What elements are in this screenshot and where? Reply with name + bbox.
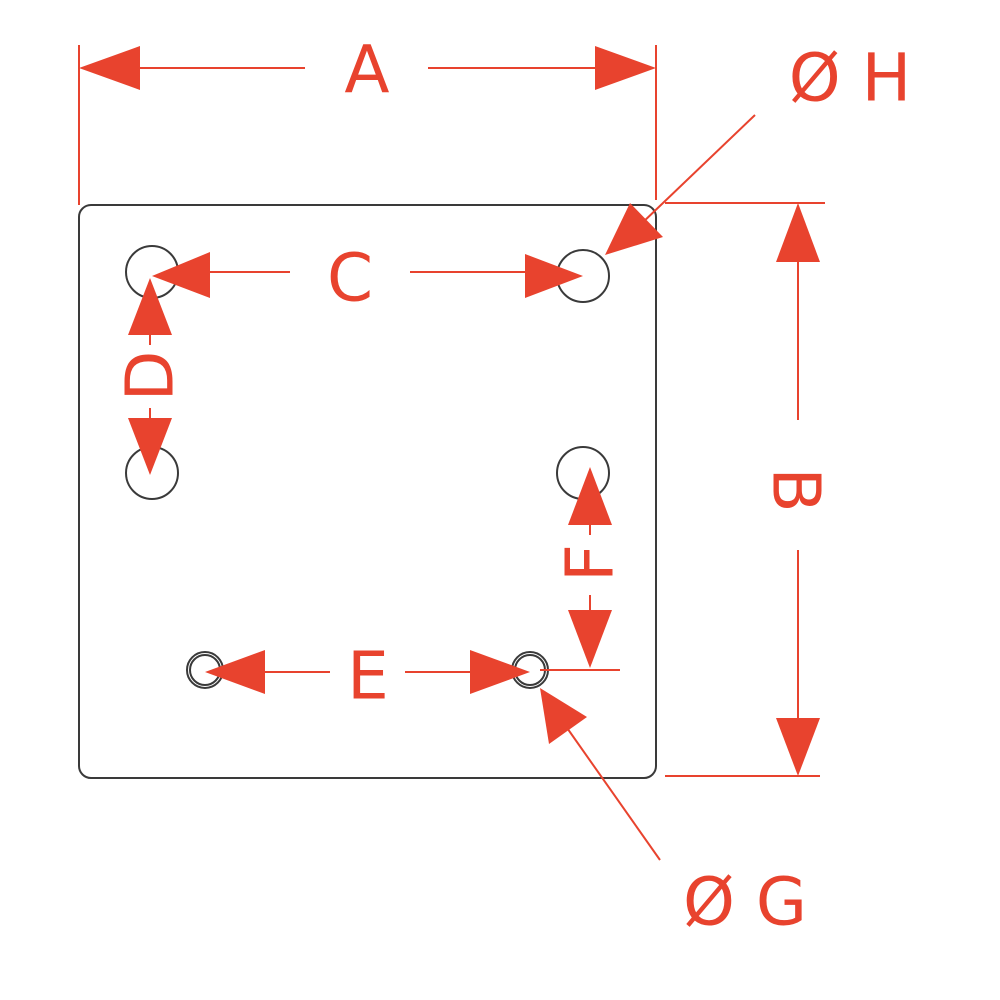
arrow-head-icon (205, 650, 265, 694)
arrow-head-icon (605, 203, 663, 255)
arrow-head-icon (595, 46, 656, 90)
dimension-f: F (540, 467, 629, 671)
arrow-head-icon (128, 418, 172, 475)
label-g: Ø G (683, 864, 807, 941)
label-b: B (758, 467, 835, 512)
dimension-g-leader: Ø G (540, 688, 807, 941)
arrow-head-icon (568, 610, 612, 668)
arrow-head-icon (540, 688, 587, 744)
dimension-c: C (152, 240, 583, 317)
arrow-head-icon (152, 252, 210, 298)
base-plate-outline (78, 204, 657, 779)
dimension-a: A (78, 32, 657, 205)
dimension-e: E (205, 638, 530, 715)
arrow-head-icon (79, 46, 140, 90)
label-h: Ø H (789, 40, 912, 117)
hole-small-left (186, 651, 224, 689)
arrow-head-icon (470, 650, 530, 694)
label-a: A (344, 32, 389, 109)
arrow-head-icon (128, 278, 172, 335)
arrow-head-icon (568, 467, 612, 525)
label-e: E (347, 638, 389, 715)
label-f: F (552, 544, 629, 582)
dimension-d: D (112, 278, 189, 475)
dimension-b: B (665, 202, 835, 777)
label-d: D (112, 351, 189, 402)
arrow-head-icon (776, 203, 820, 262)
dimension-h-leader: Ø H (605, 40, 912, 255)
arrow-head-icon (525, 254, 583, 298)
arrow-head-icon (776, 718, 820, 776)
label-c: C (327, 240, 373, 317)
